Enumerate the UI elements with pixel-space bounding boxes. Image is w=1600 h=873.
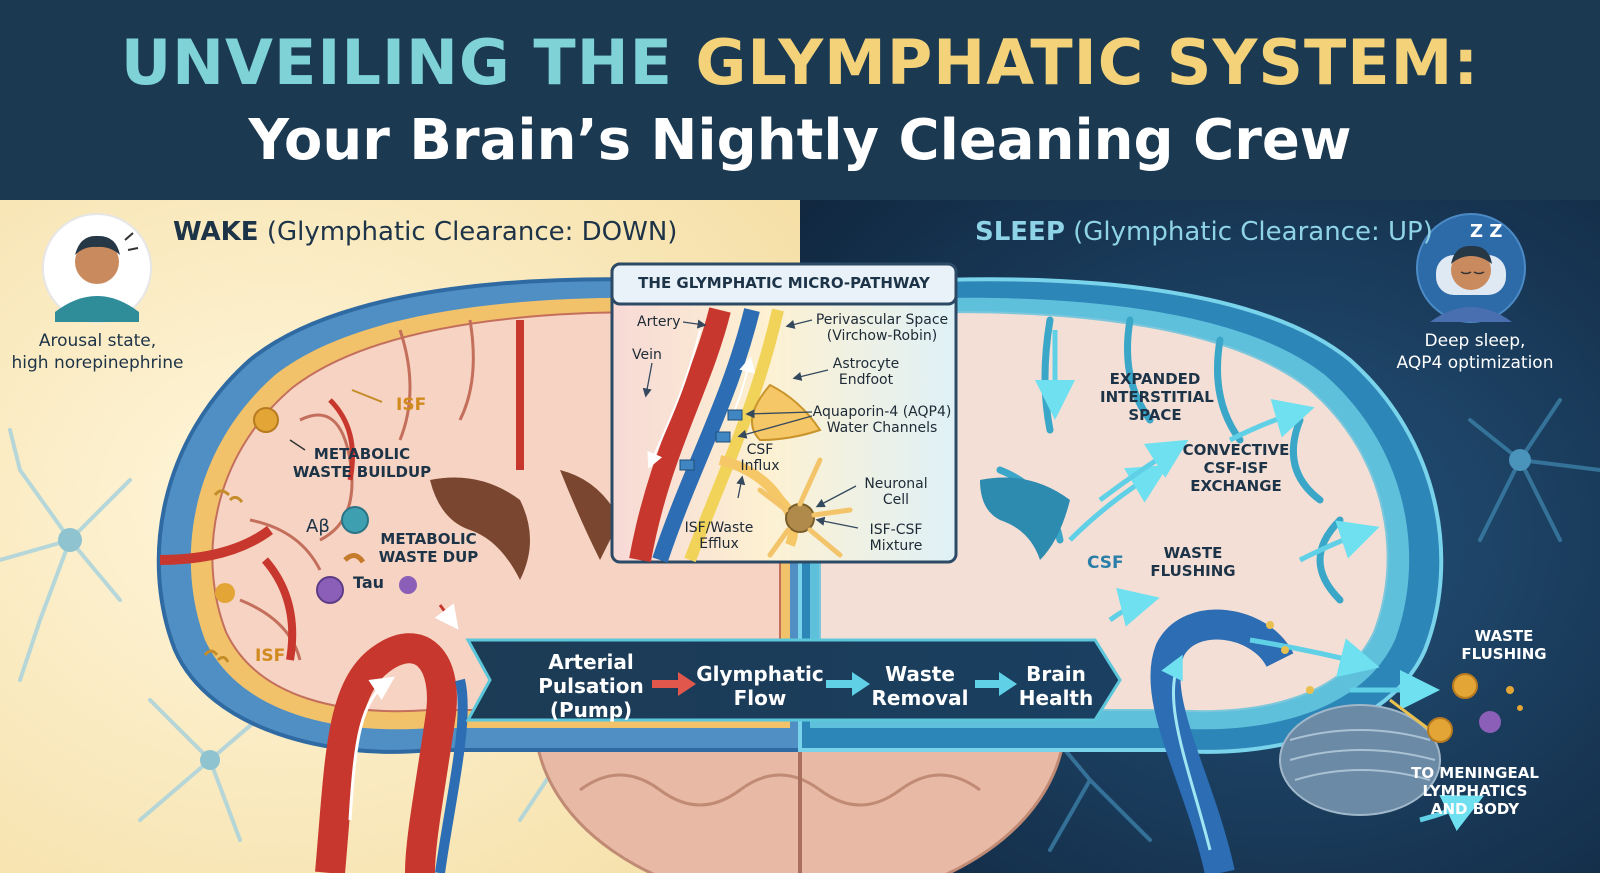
- sleep-neuron-body: [1509, 449, 1531, 471]
- efflux-2: Efflux: [699, 536, 739, 552]
- waste-dup-1: METABOLIC: [380, 530, 477, 548]
- flow-step1-3: (Pump): [549, 698, 633, 722]
- expanded-2: INTERSTITIAL: [1100, 388, 1214, 406]
- waste-particles: [203, 407, 417, 663]
- csf-flow-arrows: [1035, 330, 1485, 832]
- sleep-avatar: [1416, 213, 1526, 323]
- sleep-zz: Z Z: [1470, 221, 1503, 242]
- title-part-1: UNVEILING THE: [120, 26, 673, 99]
- wake-header-main: WAKE: [173, 217, 259, 247]
- wake-avatar: [42, 213, 152, 323]
- wake-header-detail: (Glymphatic Clearance: DOWN): [266, 217, 678, 247]
- astrocyte-1: Astrocyte: [832, 356, 900, 372]
- neuronal-2: Cell: [882, 492, 910, 508]
- meningeal-3: AND BODY: [1430, 800, 1520, 818]
- wake-caption: Arousal state,high norepinephrine: [0, 330, 195, 374]
- title-part-2: GLYMPHATIC SYSTEM:: [695, 26, 1480, 99]
- meningeal-1: TO MENINGEAL: [1411, 764, 1539, 782]
- csf-influx-2: Influx: [740, 458, 780, 474]
- wake-caption-1: Arousal state,: [38, 331, 157, 351]
- inset-aqp4-label: Aquaporin-4 (AQP4)Water Channels: [812, 404, 952, 436]
- inset-vein-label: Vein: [632, 347, 662, 363]
- flushing-1: WASTE: [1163, 544, 1223, 562]
- title-line-1: UNVEILING THE GLYMPHATIC SYSTEM:: [0, 26, 1600, 99]
- abeta-label: Aβ: [306, 516, 330, 537]
- flow-step1-2: Pulsation: [538, 674, 644, 698]
- csf-influx-1: CSF: [746, 442, 774, 458]
- title-banner: [0, 0, 1600, 200]
- sleep-header-main: SLEEP: [975, 217, 1065, 247]
- expanded-1: EXPANDED: [1109, 370, 1201, 388]
- sleep-caption: Deep sleep,AQP4 optimization: [1390, 330, 1560, 374]
- outer-flushing-2: FLUSHING: [1461, 645, 1547, 663]
- flow-step1-1: Arterial: [548, 650, 634, 674]
- sleep-brain: [798, 277, 1523, 873]
- flow-bar: [465, 638, 1122, 722]
- convective-2: CSF-ISF: [1203, 459, 1269, 477]
- flow-step3-2: Removal: [871, 686, 969, 710]
- csf-label: CSF: [1087, 553, 1124, 573]
- sleep-header-detail: (Glymphatic Clearance: UP): [1073, 217, 1433, 247]
- tau-label: Tau: [353, 573, 385, 592]
- wake-neuron-body: [200, 750, 220, 770]
- meningeal-2: LYMPHATICS: [1422, 782, 1528, 800]
- inset-title: THE GLYMPHATIC MICRO-PATHWAY: [638, 274, 930, 292]
- isf-top-label: ISF: [396, 395, 427, 415]
- neuronal-1: Neuronal: [864, 476, 928, 492]
- waste-buildup-2: WASTE BUILDUP: [292, 463, 432, 481]
- inset-perivascular-label: Perivascular Space(Virchow-Robin): [812, 312, 952, 344]
- sleep-header: SLEEP (Glymphatic Clearance: UP): [975, 217, 1433, 247]
- inset-artery-label: Artery: [637, 314, 681, 330]
- mixture-1: ISF-CSF: [869, 522, 923, 538]
- waste-dup-2: WASTE DUP: [378, 548, 479, 566]
- flow-step4-1: Brain: [1026, 662, 1086, 686]
- convective-3: EXCHANGE: [1190, 477, 1282, 495]
- wake-artery: [315, 633, 457, 873]
- perivascular-1: Perivascular Space: [815, 312, 949, 328]
- flow-step2-2: Flow: [733, 686, 787, 710]
- wake-header: WAKE (Glymphatic Clearance: DOWN): [173, 217, 677, 247]
- flushing-2: FLUSHING: [1150, 562, 1236, 580]
- flow-step3-1: Waste: [885, 662, 955, 686]
- micro-pathway-inset: [610, 262, 958, 564]
- expanded-3: SPACE: [1128, 406, 1182, 424]
- wake-neuron-body: [58, 528, 82, 552]
- sleep-caption-1: Deep sleep,: [1424, 331, 1526, 351]
- astrocyte-2: Endfoot: [838, 372, 894, 388]
- flow-step2-1: Glymphatic: [696, 662, 824, 686]
- sleep-caption-2: AQP4 optimization: [1396, 353, 1554, 373]
- sleep-waste-particles: [1266, 621, 1523, 743]
- wake-caption-2: high norepinephrine: [11, 353, 184, 373]
- title-line-2: Your Brain’s Nightly Cleaning Crew: [248, 108, 1352, 173]
- aqp4-1: Aquaporin-4 (AQP4): [812, 404, 952, 420]
- aqp4-2: Water Channels: [826, 420, 938, 436]
- outer-flushing-1: WASTE: [1474, 627, 1534, 645]
- isf-bottom-label: ISF: [255, 646, 286, 666]
- efflux-1: ISF/Waste: [684, 520, 754, 536]
- mixture-2: Mixture: [869, 538, 923, 554]
- perivascular-2: (Virchow-Robin): [826, 328, 938, 344]
- waste-buildup-1: METABOLIC: [313, 445, 411, 463]
- flow-step4-2: Health: [1018, 686, 1094, 710]
- convective-1: CONVECTIVE: [1182, 441, 1290, 459]
